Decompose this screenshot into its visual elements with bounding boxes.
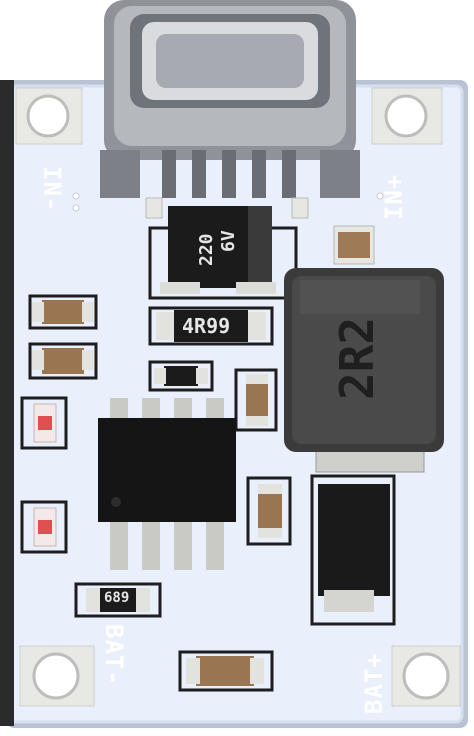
resistor-marking-4r99: 4R99	[182, 314, 231, 338]
resistor-marking-689: 689	[104, 590, 130, 606]
label-bat-minus: BAT-	[100, 624, 128, 686]
led-2	[20, 500, 68, 554]
capacitor-c4	[234, 368, 278, 432]
capacitor-c2	[28, 294, 98, 330]
power-inductor	[284, 268, 444, 473]
label-in-plus: IN+	[380, 173, 408, 220]
board-side-edge	[0, 80, 14, 726]
capacitor-c1	[333, 225, 375, 265]
capacitor-marking-220: 220	[196, 233, 217, 266]
capacitor-c6	[178, 650, 274, 692]
led-1	[20, 396, 68, 450]
sop8-ic	[98, 398, 236, 570]
mount-pad-top-left	[15, 87, 83, 145]
label-bat-plus: BAT+	[360, 652, 388, 714]
usb-c-connector	[100, 0, 360, 198]
capacitor-c3	[28, 342, 98, 380]
resistor-r1	[74, 582, 162, 618]
label-in-minus: IN-	[38, 166, 66, 213]
inductor-marking-2r2: 2R2	[330, 316, 384, 400]
tantalum-capacitor	[148, 206, 298, 300]
capacitor-c5	[246, 476, 292, 546]
sense-resistor	[148, 306, 274, 346]
mount-pad-bottom-right	[391, 645, 461, 707]
mount-pad-bottom-left	[19, 645, 95, 707]
diode-small	[148, 360, 214, 392]
mount-pad-top-right	[371, 87, 443, 145]
capacitor-marking-6v: 6V	[218, 230, 239, 252]
schottky-diode	[310, 474, 396, 626]
